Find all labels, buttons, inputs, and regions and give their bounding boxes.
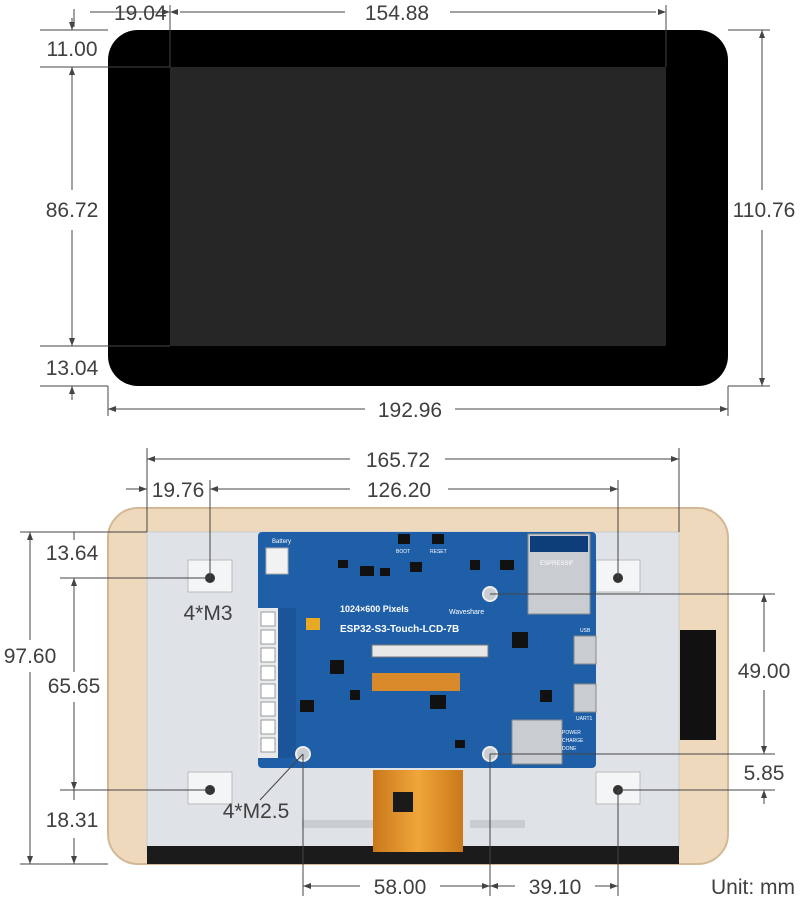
callout-m3: 4*M3 xyxy=(183,602,232,625)
battery-label: Battery xyxy=(272,539,291,545)
side-connector xyxy=(680,630,716,740)
switch-block xyxy=(306,618,320,630)
dim-back-bottom-offset: 18.31 xyxy=(46,809,99,832)
sd-card-slot xyxy=(511,719,563,765)
dim-back-vertical-span: 65.65 xyxy=(48,675,101,698)
power-label: POWER xyxy=(562,730,581,736)
dim-back-pcb-hole-span: 49.00 xyxy=(738,660,791,683)
reset-button xyxy=(432,534,444,544)
dim-front-top-bezel: 11.00 xyxy=(47,38,98,61)
dim-back-inner-span: 126.20 xyxy=(367,479,431,502)
uart-label: UART1 xyxy=(576,716,593,722)
usb-label: USB xyxy=(580,628,591,634)
boot-label: BOOT xyxy=(396,549,410,555)
dim-back-wide-span: 165.72 xyxy=(366,449,430,472)
dim-back-left-offset: 19.76 xyxy=(152,479,205,502)
panel-rail-left xyxy=(302,820,402,828)
dim-back-hole-offset: 5.85 xyxy=(744,762,785,785)
dim-front-active-width: 154.88 xyxy=(365,2,429,25)
unit-label: Unit: mm xyxy=(711,876,795,899)
callout-m25: 4*M2.5 xyxy=(223,800,290,823)
panel-rail-right xyxy=(470,820,525,828)
dim-front-overall-height: 110.76 xyxy=(733,199,796,222)
touch-controller-chip xyxy=(393,792,413,812)
bottom-strip xyxy=(147,846,679,864)
chips xyxy=(300,560,552,748)
battery-connector xyxy=(265,547,289,575)
dim-back-pcb-x2: 39.10 xyxy=(529,876,582,899)
boot-button xyxy=(398,534,410,544)
esp32-antenna xyxy=(530,536,588,552)
pcb-model: ESP32-S3-Touch-LCD-7B xyxy=(340,624,459,635)
fpc-cable xyxy=(373,770,463,852)
usb-c-port xyxy=(573,635,597,665)
dim-front-active-height: 86.72 xyxy=(46,199,99,222)
dim-front-bottom-bezel: 13.04 xyxy=(46,357,99,380)
dim-back-pcb-x1: 58.00 xyxy=(374,876,427,899)
header-pins xyxy=(260,611,276,753)
esp32-module-label: ESPRESSIF xyxy=(540,561,574,567)
pcb-label-column xyxy=(278,608,296,758)
dim-front-left-bezel: 19.04 xyxy=(114,2,167,25)
front-view: 19.04 154.88 11.00 86.72 13.04 110.76 xyxy=(40,2,795,422)
lcd-fpc-cable xyxy=(372,673,460,691)
charge-label: CHARGE xyxy=(562,738,584,744)
done-label: DONE xyxy=(562,746,577,752)
lcd-fpc-connector xyxy=(371,644,489,658)
waveshare-logo: Waveshare xyxy=(449,609,484,616)
dim-back-overall-height: 97.60 xyxy=(4,645,57,668)
back-view: Battery ESPRESSIF BOOT RESET USB UART1 P… xyxy=(4,448,795,899)
active-area xyxy=(170,67,666,346)
pcb-resolution: 1024×600 Pixels xyxy=(340,604,409,614)
reset-label: RESET xyxy=(430,549,447,555)
uart-port xyxy=(573,683,597,713)
dim-front-overall-width: 192.96 xyxy=(378,399,442,422)
dim-back-top-offset: 13.64 xyxy=(46,542,99,565)
